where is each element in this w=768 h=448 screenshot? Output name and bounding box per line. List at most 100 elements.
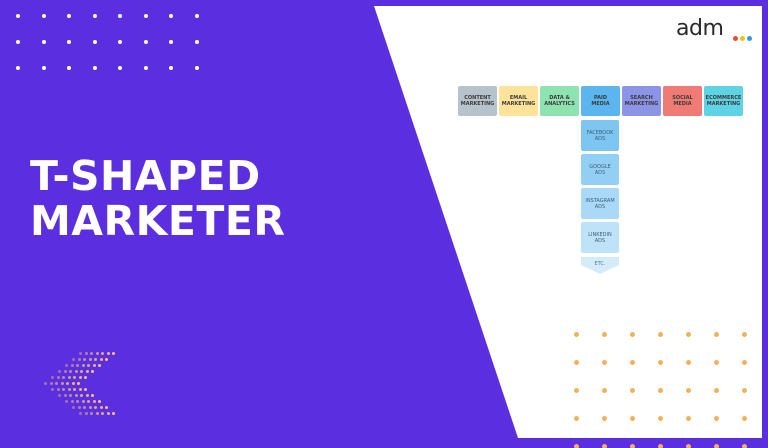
logo-dot-red — [733, 36, 738, 41]
orange-dot — [602, 416, 607, 421]
arrow-dot — [83, 358, 86, 361]
white-dot — [92, 66, 97, 70]
white-dot-pattern — [14, 12, 214, 72]
arrow-dot — [69, 370, 72, 373]
arrow-dot — [92, 400, 96, 403]
arrow-dot — [112, 352, 115, 355]
arrow-dot — [91, 370, 94, 373]
arrow-dot — [79, 352, 82, 355]
arrow-dot — [71, 382, 75, 385]
arrow-dot — [87, 400, 90, 403]
arrow-dot — [76, 364, 79, 367]
white-dot — [194, 40, 199, 44]
arrow-dot — [72, 406, 75, 409]
arrow-dot — [90, 412, 93, 415]
chevron-arrow-dots — [44, 352, 134, 422]
arrow-dot — [105, 358, 108, 361]
orange-dot — [658, 416, 663, 421]
arrow-dot — [85, 394, 89, 397]
arrow-dot — [101, 352, 104, 355]
arrow-dot — [77, 358, 81, 361]
white-dot — [67, 40, 71, 44]
category-paid-media: PAID MEDIA — [581, 86, 620, 116]
arrow-dot — [80, 394, 83, 397]
arrow-dot — [84, 352, 88, 355]
arrow-dot — [67, 376, 71, 379]
arrow-dot — [105, 406, 108, 409]
arrow-dot — [88, 406, 92, 409]
category-search-marketing: SEARCH MARKETING — [622, 86, 661, 116]
arrow-dot — [67, 388, 71, 391]
etc-chevron-shape — [581, 257, 619, 274]
orange-dot — [602, 332, 607, 337]
white-dot — [67, 66, 71, 70]
white-dot — [118, 66, 122, 70]
arrow-dot — [51, 388, 54, 391]
white-dot — [169, 40, 173, 44]
orange-dot — [658, 360, 663, 365]
arrow-dot — [65, 364, 68, 367]
orange-dot — [714, 388, 719, 393]
arrow-dot — [78, 376, 82, 379]
orange-dot — [630, 388, 635, 393]
arrow-dot — [63, 394, 67, 397]
orange-dot — [574, 360, 579, 365]
arrow-dot — [70, 364, 74, 367]
arrow-dot — [94, 358, 97, 361]
white-dot — [41, 14, 46, 18]
arrow-dot — [95, 412, 99, 415]
orange-dot — [714, 360, 719, 365]
arrow-dot — [74, 394, 78, 397]
arrow-dot — [76, 400, 79, 403]
white-dot — [16, 14, 20, 18]
white-dot — [143, 14, 148, 18]
sub-item-instagram-ads: INSTAGRAM ADS — [581, 188, 619, 219]
arrow-dot — [99, 406, 103, 409]
white-dot — [194, 14, 199, 18]
arrow-dot — [66, 382, 69, 385]
white-dot — [41, 40, 46, 44]
arrow-dot — [56, 376, 60, 379]
orange-dot — [742, 444, 747, 448]
orange-dot — [714, 332, 719, 337]
white-dot — [169, 66, 173, 70]
arrow-dot — [55, 382, 58, 385]
arrow-dot — [112, 412, 115, 415]
arrow-dot — [51, 376, 54, 379]
white-dot — [143, 66, 148, 70]
arrow-dot — [69, 394, 72, 397]
orange-dot — [630, 444, 635, 448]
orange-dot — [658, 332, 663, 337]
orange-dot — [686, 416, 691, 421]
arrow-dot — [92, 364, 96, 367]
arrow-dot — [91, 394, 94, 397]
white-dot — [143, 40, 148, 44]
orange-dot — [686, 388, 691, 393]
arrow-dot — [78, 388, 82, 391]
category-ecommerce-marketing: ECOMMERCE MARKETING — [704, 86, 743, 116]
arrow-dot — [85, 370, 89, 373]
arrow-dot — [106, 352, 110, 355]
arrow-dot — [80, 370, 83, 373]
sub-item-google-ads: GOOGLE ADS — [581, 154, 619, 185]
arrow-dot — [63, 370, 67, 373]
orange-dot — [574, 388, 579, 393]
white-dot — [41, 66, 46, 70]
arrow-dot — [65, 400, 68, 403]
orange-dot — [742, 360, 747, 365]
etc-label: ETC. — [594, 261, 606, 267]
orange-dot — [602, 388, 607, 393]
arrow-dot — [84, 376, 87, 379]
arrow-dot — [60, 382, 64, 385]
orange-dot — [630, 332, 635, 337]
orange-dot — [742, 388, 747, 393]
orange-dot — [686, 444, 691, 448]
arrow-dot — [87, 364, 90, 367]
orange-dot — [602, 360, 607, 365]
white-dot — [169, 14, 173, 18]
sub-item-linkedin-ads: LINKEDIN ADS — [581, 222, 619, 253]
category-content-marketing: CONTENT MARKETING — [458, 86, 497, 116]
sub-item-etc: ETC. — [581, 257, 619, 274]
orange-dot — [574, 416, 579, 421]
adm-logo: adm — [676, 16, 752, 46]
